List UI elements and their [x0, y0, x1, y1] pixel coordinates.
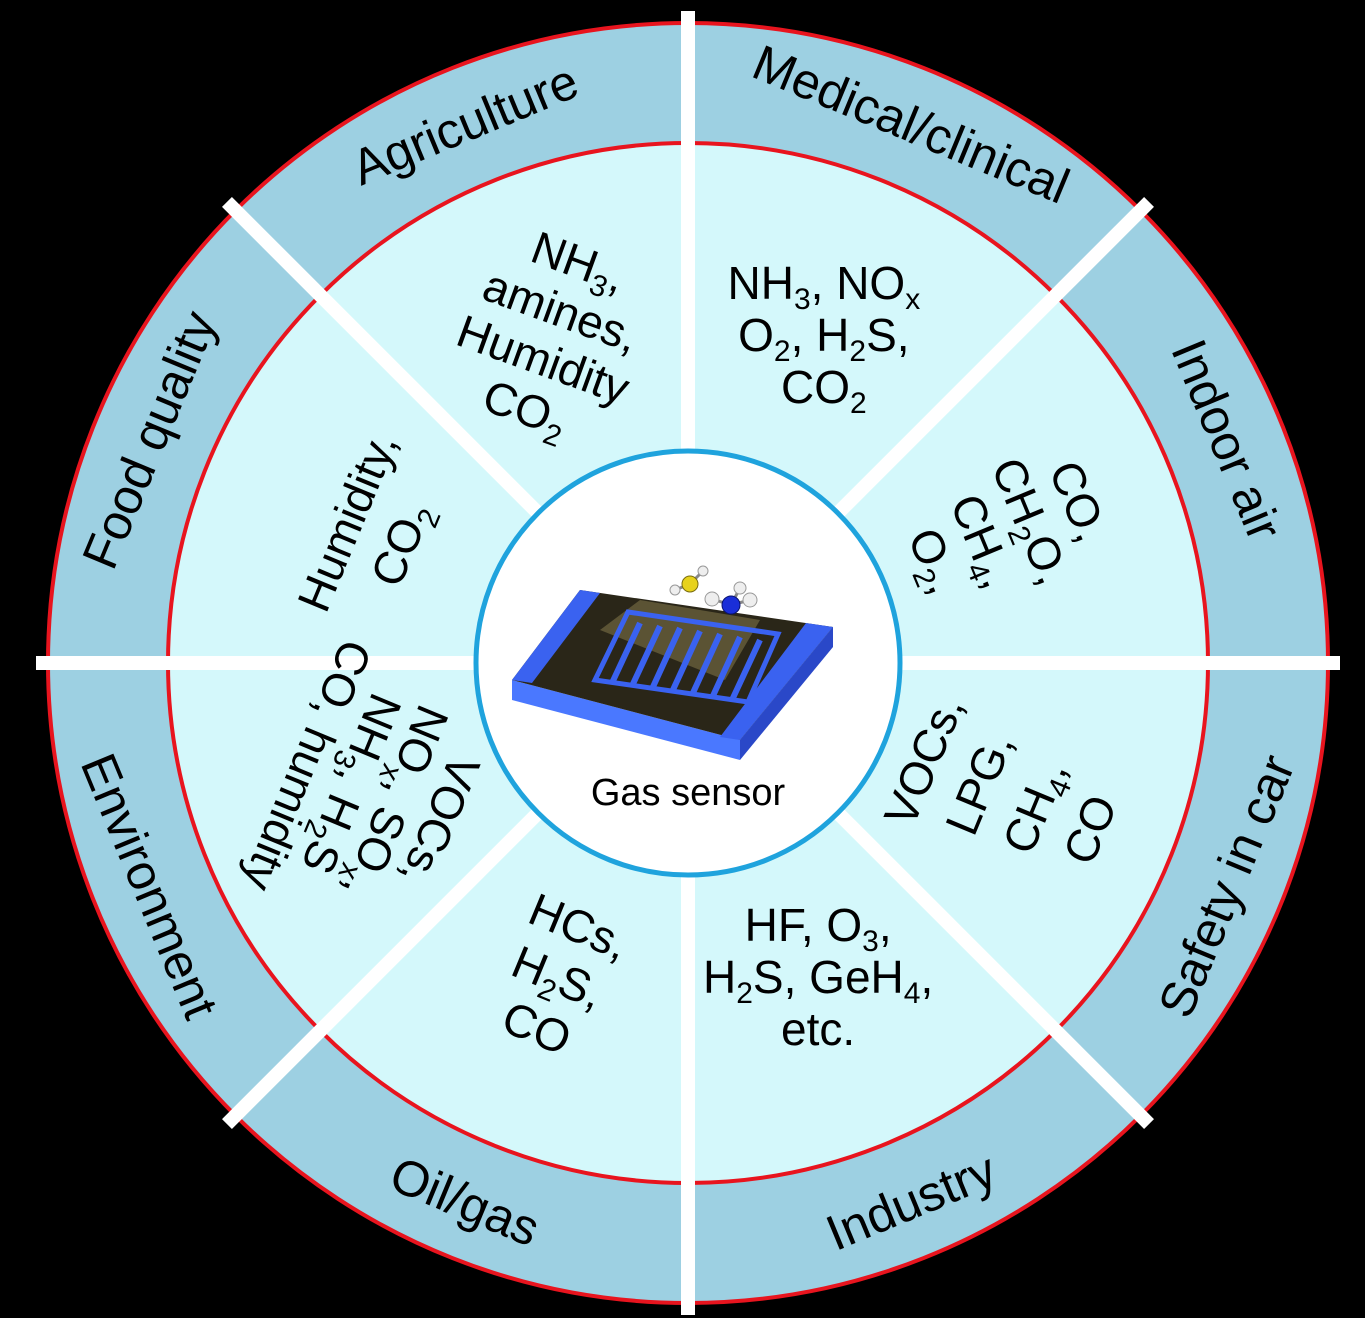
gas-line: HF, O3,: [745, 899, 892, 958]
gas-line: NOx, SOx,: [327, 696, 460, 907]
gas-line: etc.: [781, 1003, 855, 1055]
sector-dividers: [36, 11, 1340, 1315]
gas-sensor-chip-icon: [512, 590, 833, 760]
center-hub: Gas sensor: [473, 448, 903, 878]
gas-list-industry: HF, O3,H2S, GeH4,etc.: [703, 899, 933, 1055]
gas-molecules-icon: [669, 565, 758, 615]
divider-line: [222, 197, 544, 519]
center-label: Gas sensor: [591, 772, 786, 814]
divider-line: [832, 807, 1154, 1129]
gas-line: O2, H2S,: [738, 309, 909, 368]
gas-line: CO2: [781, 361, 867, 420]
gas-line: H2S, GeH4,: [703, 951, 933, 1010]
gas-line: NH3, NOx: [728, 257, 921, 316]
divider-line: [222, 807, 544, 1129]
divider-line: [832, 197, 1154, 519]
